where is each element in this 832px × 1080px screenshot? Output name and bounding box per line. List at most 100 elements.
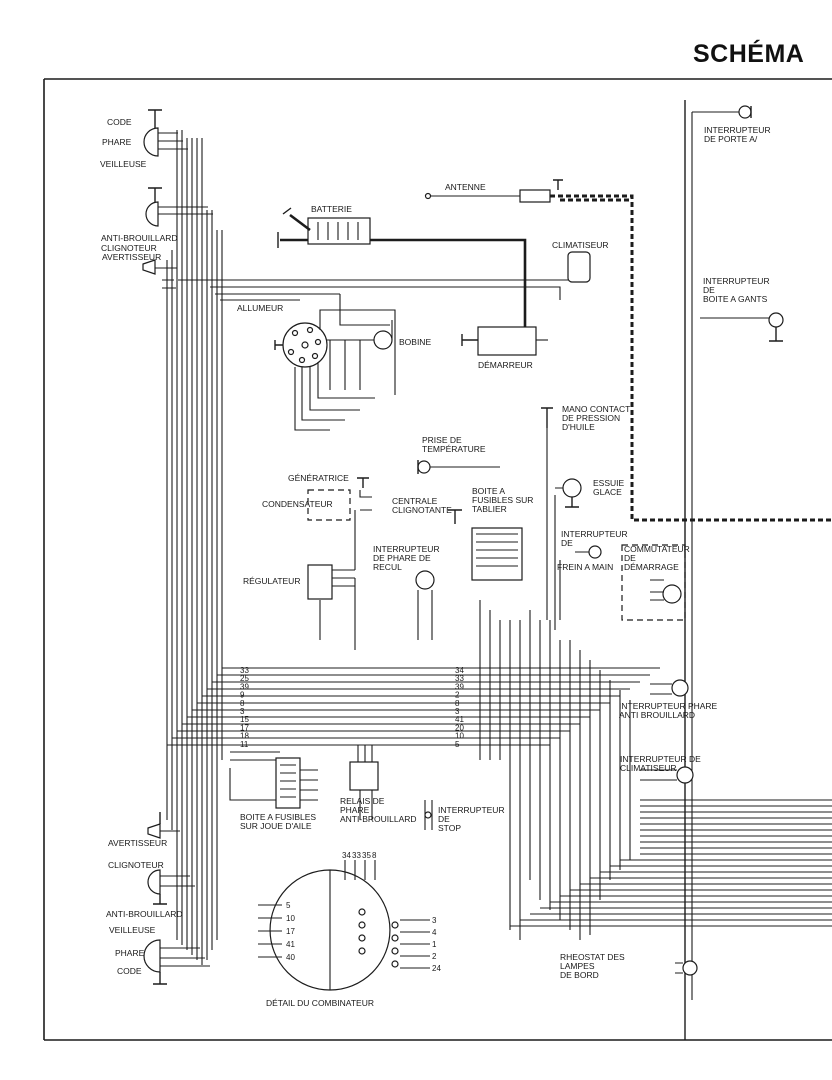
antifog-switch [650, 679, 689, 697]
wire-number-right: 10 [455, 732, 464, 741]
label-frein-a-main: FREIN A MAIN [557, 562, 613, 572]
wire-number-right: 34 [455, 666, 464, 675]
wire-number-right: 41 [455, 715, 464, 724]
starter [461, 326, 548, 356]
generator [307, 477, 372, 521]
dash-fuse-box [448, 509, 523, 581]
label-phare-bottom: PHARE [115, 948, 145, 958]
label-avertisseur-top: AVERTISSEUR [102, 252, 161, 262]
right-descenders [479, 600, 631, 940]
page-frame [43, 78, 832, 1041]
wire-number-right: 5 [455, 740, 460, 749]
wire-number-right: 39 [455, 682, 464, 691]
regulator [307, 510, 356, 650]
label-condensateur: CONDENSATEUR [262, 499, 333, 509]
label-clignoteur-top: CLIGNOTEUR [101, 243, 157, 253]
wire-number-left: 15 [240, 715, 249, 724]
wire-number-left: 39 [240, 682, 249, 691]
reverse-light-switch [415, 570, 435, 640]
battery [277, 207, 527, 340]
label-climatiseur: CLIMATISEUR [552, 240, 609, 250]
combinator-terminal-left: 41 [286, 940, 295, 949]
start-switch [621, 544, 686, 621]
handbrake-switch [559, 545, 602, 620]
label-phare-top: PHARE [102, 137, 132, 147]
wiper-motor [554, 478, 582, 630]
combinator-terminal-left: 40 [286, 953, 295, 962]
combinator-terminal-top: 35 [362, 851, 371, 860]
combinator-terminal-top: 8 [372, 851, 377, 860]
wire-number-left: 11 [240, 740, 249, 749]
label-demarreur: DÉMARREUR [478, 360, 533, 370]
wire-number-left: 25 [240, 674, 249, 683]
label-code-bottom: CODE [117, 966, 142, 976]
wire-number-right: 8 [455, 699, 460, 708]
ignition-coil [373, 320, 393, 350]
wire-number-left: 33 [240, 666, 249, 675]
glovebox-switch [700, 312, 784, 342]
label-detail-combinateur: DÉTAIL DU COMBINATEUR [266, 998, 374, 1008]
label-antenne: ANTENNE [445, 182, 486, 192]
oil-pressure-switch [541, 407, 553, 620]
stop-switch [424, 800, 433, 830]
combinator-terminal-right: 2 [432, 952, 437, 961]
label-regulateur: RÉGULATEUR [243, 576, 300, 586]
page-title: SCHÉMA [693, 40, 805, 68]
door-switch [691, 105, 752, 1000]
combinator-terminal-top: 34 [342, 851, 351, 860]
ac-switch [640, 766, 694, 784]
combinator-terminal-left: 10 [286, 914, 295, 923]
combinator-terminal-left: 17 [286, 927, 295, 936]
wire-number-left: 3 [240, 707, 245, 716]
antifog-lamp-top [145, 187, 213, 227]
label-batterie: BATTERIE [311, 204, 352, 214]
wire-number-left: 8 [240, 699, 245, 708]
combinator-detail [258, 860, 430, 991]
label-clignoteur-bottom: CLIGNOTEUR [108, 860, 164, 870]
antenna [424, 179, 832, 522]
wire-number-right: 20 [455, 723, 464, 732]
left-harness [166, 130, 223, 965]
wire-numbers: 3325399831517181134333928341201055101741… [240, 666, 464, 973]
front-lamp-top [143, 109, 188, 157]
combinator-terminal-right: 4 [432, 928, 437, 937]
wire-number-left: 18 [240, 732, 249, 741]
horn-top [142, 259, 177, 289]
indicator-lamp-bottom [147, 869, 195, 905]
distributor [274, 309, 396, 431]
combinator-terminal-right: 3 [432, 916, 437, 925]
horn-bottom [147, 812, 180, 839]
label-generatrice: GÉNÉRATRICE [288, 473, 349, 483]
label-avertisseur-bottom: AVERTISSEUR [108, 838, 167, 848]
combinator-terminal-left: 5 [286, 901, 291, 910]
label-veilleuse-bottom: VEILLEUSE [109, 925, 156, 935]
headlamp-bottom [143, 939, 210, 985]
label-antibrouillard-top: ANTI-BROUILLARD [101, 233, 178, 243]
wing-fuse-box [229, 751, 318, 809]
combinator-terminal-top: 33 [352, 851, 361, 860]
combinator-terminal-right: 24 [432, 964, 441, 973]
label-bobine: BOBINE [399, 337, 431, 347]
wire-number-right: 33 [455, 674, 464, 683]
rheostat [675, 960, 698, 976]
wire-number-left: 17 [240, 723, 249, 732]
combinator-terminal-right: 1 [432, 940, 437, 949]
label-veilleuse-top: VEILLEUSE [100, 159, 147, 169]
temperature-sensor [417, 460, 500, 474]
wire-number-right: 2 [455, 691, 460, 700]
wire-number-right: 3 [455, 707, 460, 716]
